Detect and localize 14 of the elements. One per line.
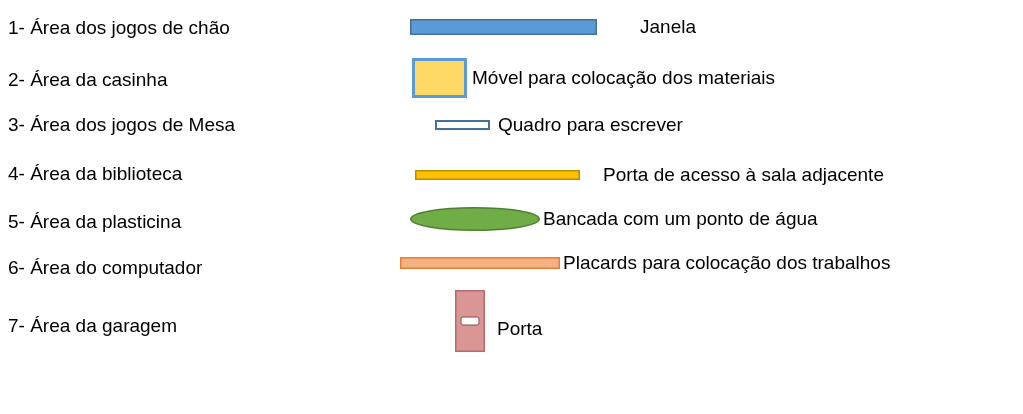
legend-label: Móvel para colocação dos materiais [472, 67, 776, 89]
area-label: 4- Área da biblioteca [8, 163, 183, 185]
area-label: 1- Área dos jogos de chão [8, 17, 230, 39]
legend-label: Porta [497, 318, 543, 340]
area-label: 7- Área da garagem [8, 315, 177, 337]
legend-label: Quadro para escrever [498, 114, 683, 136]
area-label: 2- Área da casinha [8, 69, 168, 91]
legend-label: Janela [640, 16, 696, 38]
area-label: 6- Área do computador [8, 257, 203, 279]
legend-label: Bancada com um ponto de água [543, 208, 818, 230]
legend-label: Placards para colocação dos trabalhos [563, 252, 891, 274]
area-label: 5- Área da plasticina [8, 211, 182, 233]
legend-label: Porta de acesso à sala adjacente [603, 164, 884, 186]
area-label: 3- Área dos jogos de Mesa [8, 114, 236, 136]
